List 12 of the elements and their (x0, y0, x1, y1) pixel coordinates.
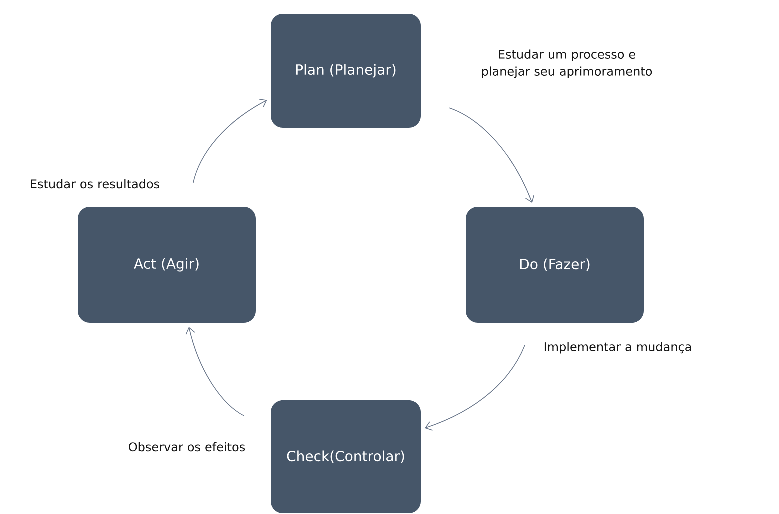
curved-arrow (425, 345, 526, 431)
process-box: Do (Fazer) (466, 207, 644, 323)
curved-arrow (192, 98, 268, 184)
edge-label: Estudar os resultados (31, 179, 160, 189)
edge-label: Implementar a mudança (544, 342, 692, 354)
process-box: Plan (Planejar) (271, 14, 421, 128)
process-box: Act (Agir) (78, 207, 256, 323)
edge-label: Observar os efeitos (129, 442, 246, 452)
process-box: Check(Controlar) (271, 400, 421, 514)
edge-label: Estudar um processo e planejar seu aprimoramento (482, 50, 652, 78)
curved-arrow (186, 327, 245, 416)
curved-arrow (449, 108, 535, 204)
